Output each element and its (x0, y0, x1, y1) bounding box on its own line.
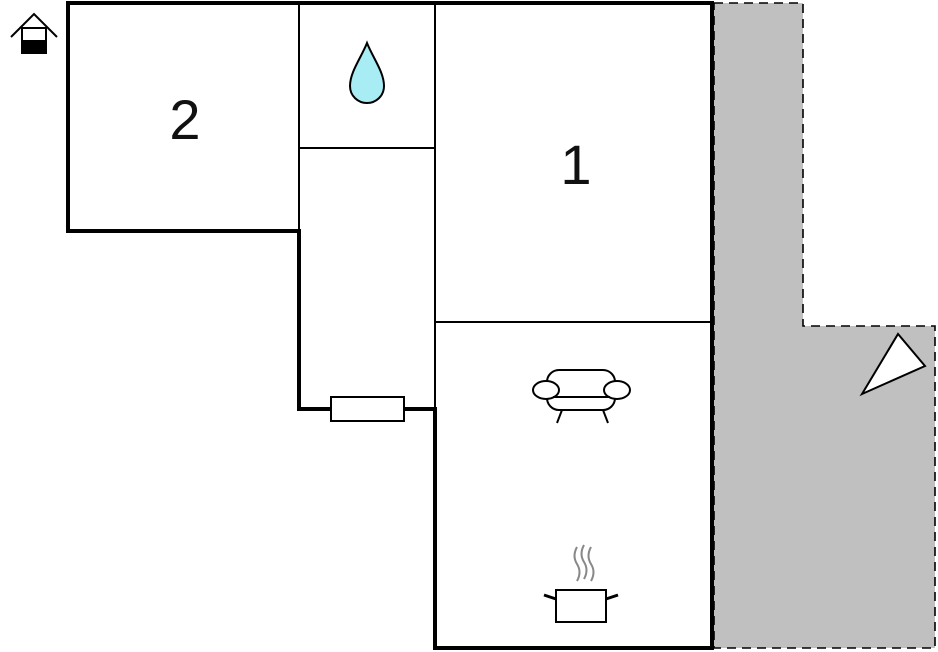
building-outline (66, 1, 714, 650)
interior-walls (298, 3, 712, 409)
water-drop-icon (348, 40, 386, 105)
room-label-1: 1 (560, 133, 591, 196)
viewing-direction-icon (859, 332, 927, 397)
window (330, 396, 405, 422)
sofa-icon (532, 369, 631, 424)
room-label-2: 2 (169, 88, 200, 151)
house-entrance-icon (10, 12, 58, 54)
cooking-pot-icon (543, 544, 619, 623)
terrace-area (713, 2, 936, 649)
